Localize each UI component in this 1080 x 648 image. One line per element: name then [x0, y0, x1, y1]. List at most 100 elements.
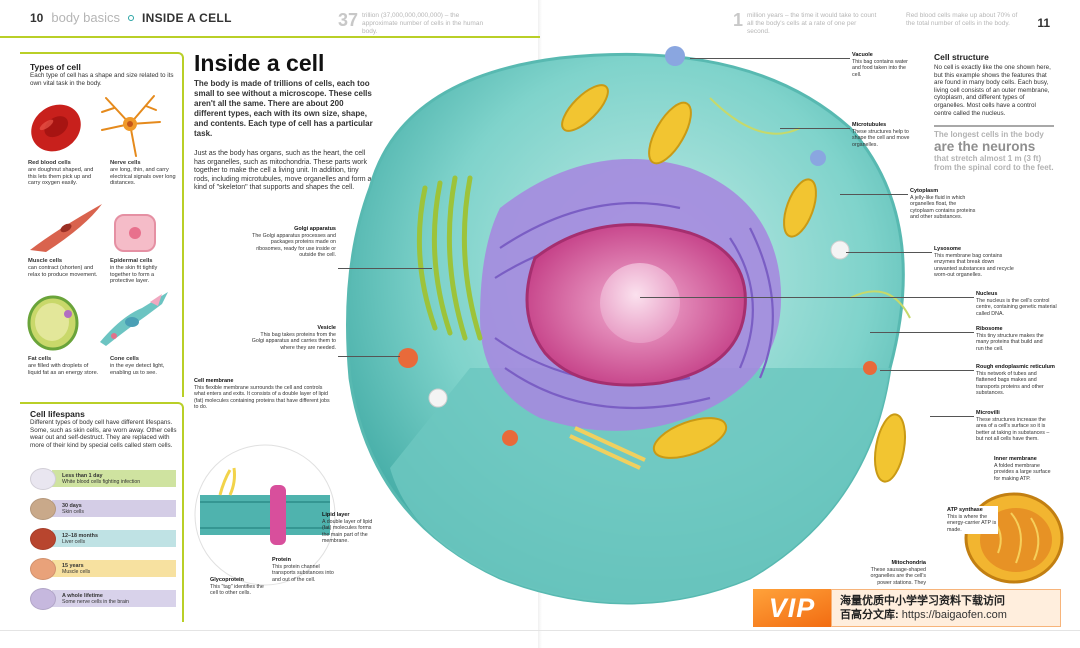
lifespan-bar: A whole lifetime Some nerve cells in the…: [52, 590, 176, 607]
header-title: INSIDE A CELL: [142, 10, 232, 25]
epidermal-cell-illustration: [114, 214, 156, 252]
vacuole-annotation: Vacuole This bag contains water and food…: [852, 52, 910, 78]
fat-cells-caption: Fat cells are filled with droplets of li…: [28, 356, 100, 376]
lifespan-time: Less than 1 day: [62, 472, 103, 479]
fact2-number: 1: [733, 10, 744, 30]
fact-cells-count: 37 trillion (37,000,000,000,000) – the a…: [338, 10, 492, 36]
lipid-layer-title: Lipid layer: [322, 512, 350, 518]
vesicle-text: This bag takes proteins from the Golgi a…: [251, 331, 336, 351]
fact1-text: trillion (37,000,000,000,000) – the appr…: [362, 12, 484, 35]
animal-cell-illustration: [346, 46, 911, 605]
lysosome-leader-line: [846, 252, 932, 253]
lifespan-cell: White blood cells fighting infection: [62, 478, 141, 485]
nucleus-title: Nucleus: [976, 291, 998, 297]
atp-synthase-text: This is where the energy-carrier ATP is …: [947, 513, 997, 533]
cone-cells-name: Cone cells: [110, 356, 139, 362]
fact-red-cells: Red blood cells make up about 70% of the…: [906, 12, 1021, 28]
red-blood-cells-name: Red blood cells: [28, 160, 71, 166]
lifespan-time: A whole lifetime: [62, 592, 103, 599]
lifespan-time: 30 days: [62, 502, 82, 509]
ribosome-title: Ribosome: [976, 326, 1003, 332]
rough-er-annotation: Rough endoplasmic reticulum This network…: [976, 364, 1058, 397]
liver-icon: [30, 527, 56, 550]
vip-url-link[interactable]: https://baigaofen.com: [901, 609, 1007, 621]
microtubules-title: Microtubules: [852, 122, 887, 128]
nucleus-text: The nucleus is the cell's control centre…: [976, 297, 1057, 317]
ribosome-text: This tiny structure makes the many prote…: [976, 332, 1044, 352]
cell-lifespans-box: Cell lifespans Different types of body c…: [20, 402, 184, 622]
vacuole-text: This bag contains water and food taken i…: [852, 58, 908, 78]
vesicle-title: Vesicle: [317, 325, 336, 331]
microvilli-annotation: Microvilli These structures increase the…: [976, 410, 1056, 443]
golgi-annotation: Golgi apparatus The Golgi apparatus proc…: [248, 226, 336, 259]
muscle-cells-caption: Muscle cells can contract (shorten) and …: [28, 258, 100, 278]
cell-structure-box: Cell structure No cell is exactly like t…: [934, 52, 1054, 173]
lifespan-row: Less than 1 day White blood cells fighti…: [30, 467, 176, 490]
vesicle-leader-line: [338, 356, 400, 357]
neuron-fact-line3: that stretch almost 1 m (3 ft) from the …: [934, 153, 1054, 173]
cytoplasm-text: A jelly-like fluid in which organelles f…: [910, 194, 976, 221]
cone-cells-caption: Cone cells in the eye detect light, enab…: [110, 356, 176, 376]
lipid-layer-text: A double layer of lipid (fat) molecules …: [322, 518, 373, 545]
microtubules-leader-line: [780, 128, 850, 129]
fat-cells-desc: are filled with droplets of liquid fat a…: [28, 362, 99, 376]
cytoplasm-annotation: Cytoplasm A jelly-like fluid in which or…: [910, 188, 980, 221]
rough-er-title: Rough endoplasmic reticulum: [976, 364, 1055, 370]
white-blood-cell-icon: [30, 467, 56, 490]
muscle-cells-name: Muscle cells: [28, 258, 63, 264]
red-blood-cell-illustration: [31, 104, 81, 152]
cone-cell-illustration: [100, 292, 168, 346]
vip-watermark-banner[interactable]: VIP 海量优质中小学学习资料下载访问 百高分文库: https://baiga…: [753, 588, 1061, 628]
vip-line2-label: 百高分文库:: [840, 609, 902, 621]
rough-er-text: This network of tubes and flattened bags…: [976, 370, 1044, 397]
epidermal-cells-caption: Epidermal cells in the skin fit tightly …: [110, 258, 178, 285]
epidermal-cells-name: Epidermal cells: [110, 258, 153, 264]
inner-membrane-text: A folded membrane provides a large surfa…: [994, 462, 1051, 482]
right-page-number: 11: [1037, 16, 1050, 30]
inner-membrane-title: Inner membrane: [994, 456, 1037, 462]
golgi-title: Golgi apparatus: [294, 226, 336, 232]
microvilli-text: These structures increase the area of a …: [976, 416, 1050, 443]
nerve-cells-caption: Nerve cells are long, thin, and carry el…: [110, 160, 176, 187]
vip-banner-text: 海量优质中小学学习资料下载访问 百高分文库: https://baigaofen…: [831, 589, 1061, 627]
lifespan-row: A whole lifetime Some nerve cells in the…: [30, 587, 176, 610]
epidermal-cells-desc: in the skin fit tightly together to form…: [110, 264, 158, 285]
vesicle-annotation: Vesicle This bag takes proteins from the…: [250, 325, 336, 351]
protein-annotation: Protein This protein channel transports …: [272, 557, 334, 583]
lifespan-bar: 30 days Skin cells: [52, 500, 176, 517]
ribosome-annotation: Ribosome This tiny structure makes the m…: [976, 326, 1048, 352]
neuron-fact: The longest cells in the body are the ne…: [934, 125, 1054, 173]
lifespans-text: Different types of body cell have differ…: [30, 419, 177, 449]
protein-title: Protein: [272, 557, 291, 563]
atp-synthase-annotation: ATP synthase This is where the energy-ca…: [946, 506, 998, 534]
nerve-cells-name: Nerve cells: [110, 160, 141, 166]
lifespan-cell: Some nerve cells in the brain: [62, 598, 129, 605]
neuron-fact-line1: The longest cells in the body: [934, 130, 1044, 140]
header-dot-icon: [128, 14, 135, 21]
muscle-arm-icon: [30, 557, 56, 580]
lifespan-time: 12–18 months: [62, 532, 98, 539]
fat-cell-illustration: [27, 295, 79, 351]
red-blood-cells-caption: Red blood cells are doughnut shaped, and…: [28, 160, 100, 187]
protein-text: This protein channel transports substanc…: [272, 563, 334, 583]
glycoprotein-title: Glycoprotein: [210, 577, 244, 583]
bottom-rule: [0, 630, 1080, 631]
mitochondria-annotation: Mitochondria These sausage-shaped organe…: [856, 560, 926, 586]
lifespan-cell: Liver cells: [62, 538, 86, 545]
fat-cells-name: Fat cells: [28, 356, 52, 362]
cell-structure-text: No cell is exactly like the one shown he…: [934, 64, 1051, 117]
fact1-number: 37: [338, 10, 359, 30]
nucleus-leader-line: [640, 297, 974, 298]
microvilli-leader-line: [930, 416, 974, 417]
left-page-number: 10: [30, 10, 44, 25]
atp-synthase-title: ATP synthase: [947, 507, 983, 513]
vacuole-leader-line: [690, 58, 850, 59]
cell-membrane-text: This flexible membrane surrounds the cel…: [194, 384, 330, 411]
ribosome-leader-line: [870, 332, 974, 333]
microtubules-annotation: Microtubules These structures help to sh…: [852, 122, 914, 148]
lifespan-cell: Skin cells: [62, 508, 84, 515]
cell-membrane-annotation: Cell membrane This flexible membrane sur…: [194, 378, 334, 411]
mitochondria-title: Mitochondria: [891, 560, 926, 566]
muscle-cells-desc: can contract (shorten) and relax to prod…: [28, 264, 98, 278]
lysosome-title: Lysosome: [934, 246, 962, 252]
